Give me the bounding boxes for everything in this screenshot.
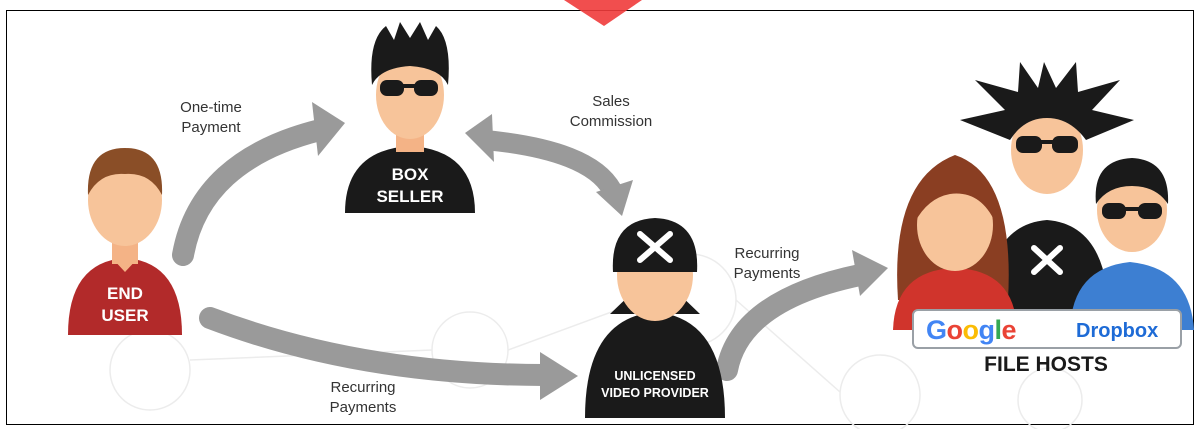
google-letter: G <box>926 315 947 345</box>
box-seller-line2: SELLER <box>376 187 444 206</box>
arrow-recurring-payments-bottom <box>199 307 578 400</box>
end-user-line2: USER <box>101 306 149 325</box>
end-user-label: END USER <box>85 283 165 327</box>
recurring-payments-bottom-label: Recurring Payments <box>318 378 408 418</box>
file-hosts-caption: FILE HOSTS <box>984 353 1108 376</box>
sales-commission-line1: Sales <box>592 93 630 110</box>
google-letter: o <box>946 315 964 345</box>
file-hosts-badge: Google Dropbox <box>912 309 1182 349</box>
box-seller-line1: BOX <box>391 165 429 184</box>
video-provider-line1: UNLICENSED <box>614 369 696 383</box>
recurring-payments-right-label: Recurring Payments <box>722 244 812 284</box>
google-letter: g <box>978 315 996 345</box>
end-user-figure <box>68 148 182 335</box>
one-time-payment-line2: Payment <box>181 119 241 136</box>
arrow-one-time-payment <box>172 102 345 266</box>
recurring-right-line1: Recurring <box>734 245 800 262</box>
google-letter: l <box>994 315 1003 345</box>
recurring-right-line2: Payments <box>733 265 801 282</box>
google-letter: e <box>1001 315 1017 345</box>
dropbox-logo-text: Dropbox <box>1076 320 1159 342</box>
one-time-payment-line1: One-time <box>180 99 242 116</box>
video-provider-label: UNLICENSED VIDEO PROVIDER <box>595 368 715 402</box>
recurring-bottom-line1: Recurring <box>330 379 396 396</box>
sales-commission-line2: Commission <box>569 113 653 130</box>
watermark-logo <box>564 0 642 26</box>
woman-figure <box>893 155 1017 330</box>
arrow-sales-commission <box>465 114 633 216</box>
video-provider-figure <box>585 218 725 418</box>
google-logo: Google <box>926 315 1017 345</box>
recurring-bottom-line2: Payments <box>329 399 397 416</box>
google-letter: o <box>962 315 980 345</box>
end-user-line1: END <box>107 284 143 303</box>
arrow-recurring-payments-right <box>716 250 888 381</box>
video-provider-line2: VIDEO PROVIDER <box>601 386 709 400</box>
box-seller-label: BOX SELLER <box>370 164 450 208</box>
one-time-payment-label: One-time Payment <box>166 98 256 138</box>
box-seller-figure <box>345 22 475 213</box>
sales-commission-label: Sales Commission <box>556 92 666 132</box>
